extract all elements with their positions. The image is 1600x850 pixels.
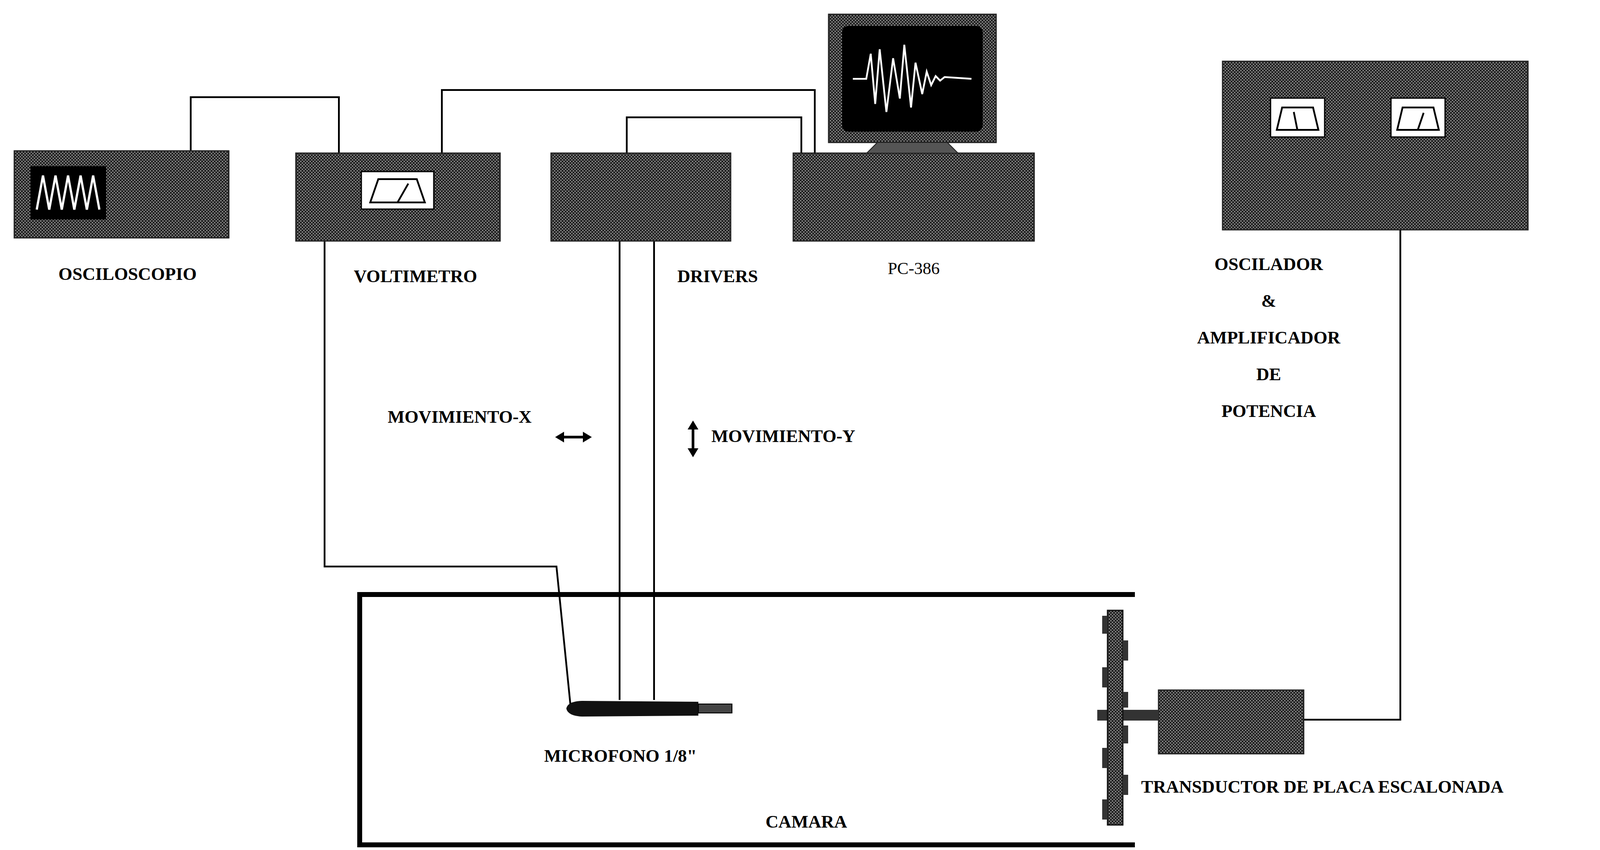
drivers-box: DRIVERS <box>551 153 731 241</box>
oscilloscope-body <box>14 150 229 238</box>
microphone-body <box>566 700 732 717</box>
voltmeter-box: VOLTIMETRO <box>295 153 501 241</box>
transducer-box: TRANSDUCTOR DE PLACA ESCALONADA <box>1158 689 1304 754</box>
oscilloscope-box: OSCILOSCOPIO <box>14 150 229 238</box>
chamber-box: CAMARA MICROFONO 1/8" <box>357 591 1135 848</box>
computer-box: PC-386 <box>793 153 1035 241</box>
motion-arrows <box>555 420 699 458</box>
oscillator-body <box>1222 61 1528 230</box>
node-label: PC-386 <box>887 257 940 279</box>
node-label: CAMARA <box>765 810 848 833</box>
node-label: OSCILADOR & AMPLIFICADOR DE POTENCIA <box>1165 245 1372 430</box>
motion-label: MOVIMIENTO-X <box>387 406 532 428</box>
node-label: MICROFONO 1/8" <box>543 744 697 767</box>
connection-wire <box>1303 229 1401 720</box>
node-label: TRANSDUCTOR DE PLACA ESCALONADA <box>1141 775 1504 798</box>
connection-wire <box>190 97 339 154</box>
connection-wire <box>626 117 802 154</box>
connection-wire <box>619 240 655 700</box>
node-label: OSCILOSCOPIO <box>58 263 197 285</box>
microphone: MICROFONO 1/8" <box>566 699 732 717</box>
motion-label: MOVIMIENTO-Y <box>711 425 856 447</box>
connection-wire <box>441 89 815 154</box>
oscillator-amplifier-box: OSCILADOR & AMPLIFICADOR DE POTENCIA <box>1222 61 1528 230</box>
computer-body <box>793 14 1035 241</box>
voltmeter-body <box>295 153 501 241</box>
node-label: VOLTIMETRO <box>353 265 478 287</box>
drivers-body <box>551 153 731 241</box>
node-label: DRIVERS <box>677 265 758 287</box>
